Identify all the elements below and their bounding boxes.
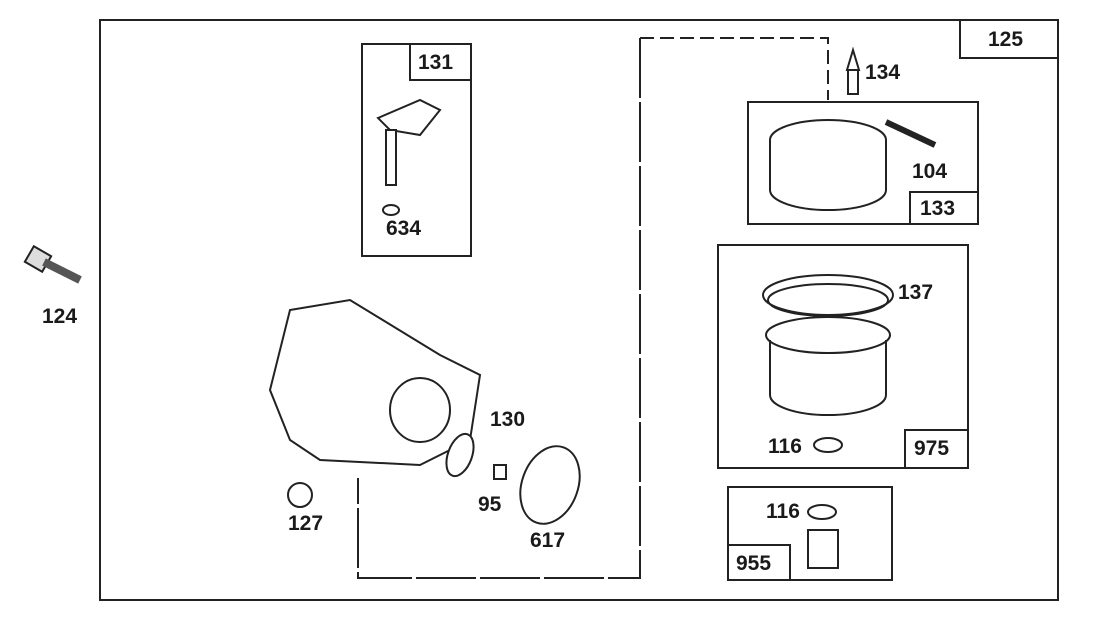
box-975 bbox=[717, 244, 969, 469]
label-617: 617 bbox=[530, 529, 566, 552]
needle-icon bbox=[845, 46, 861, 95]
label-104: 104 bbox=[912, 160, 948, 183]
float-needle-icon bbox=[376, 98, 442, 216]
label-116-b: 116 bbox=[766, 500, 800, 523]
label-131: 131 bbox=[418, 51, 454, 74]
box-133 bbox=[747, 101, 979, 225]
label-134: 134 bbox=[865, 61, 901, 84]
label-box-125 bbox=[959, 19, 1059, 59]
label-634: 634 bbox=[386, 217, 422, 240]
label-130: 130 bbox=[490, 408, 526, 431]
label-124: 124 bbox=[42, 305, 78, 328]
label-955: 955 bbox=[736, 552, 772, 575]
label-133: 133 bbox=[920, 197, 956, 220]
bolt-icon bbox=[23, 244, 82, 284]
float-icon bbox=[769, 119, 937, 211]
box-955 bbox=[727, 486, 893, 581]
float-bowl-icon bbox=[762, 274, 894, 569]
label-125: 125 bbox=[988, 28, 1024, 51]
label-127: 127 bbox=[288, 512, 324, 535]
main-assembly-frame bbox=[99, 19, 1059, 601]
carburetor-icon bbox=[268, 298, 581, 525]
label-137: 137 bbox=[898, 281, 934, 304]
label-95: 95 bbox=[478, 493, 502, 516]
label-975: 975 bbox=[914, 437, 950, 460]
label-116-a: 116 bbox=[768, 435, 802, 458]
